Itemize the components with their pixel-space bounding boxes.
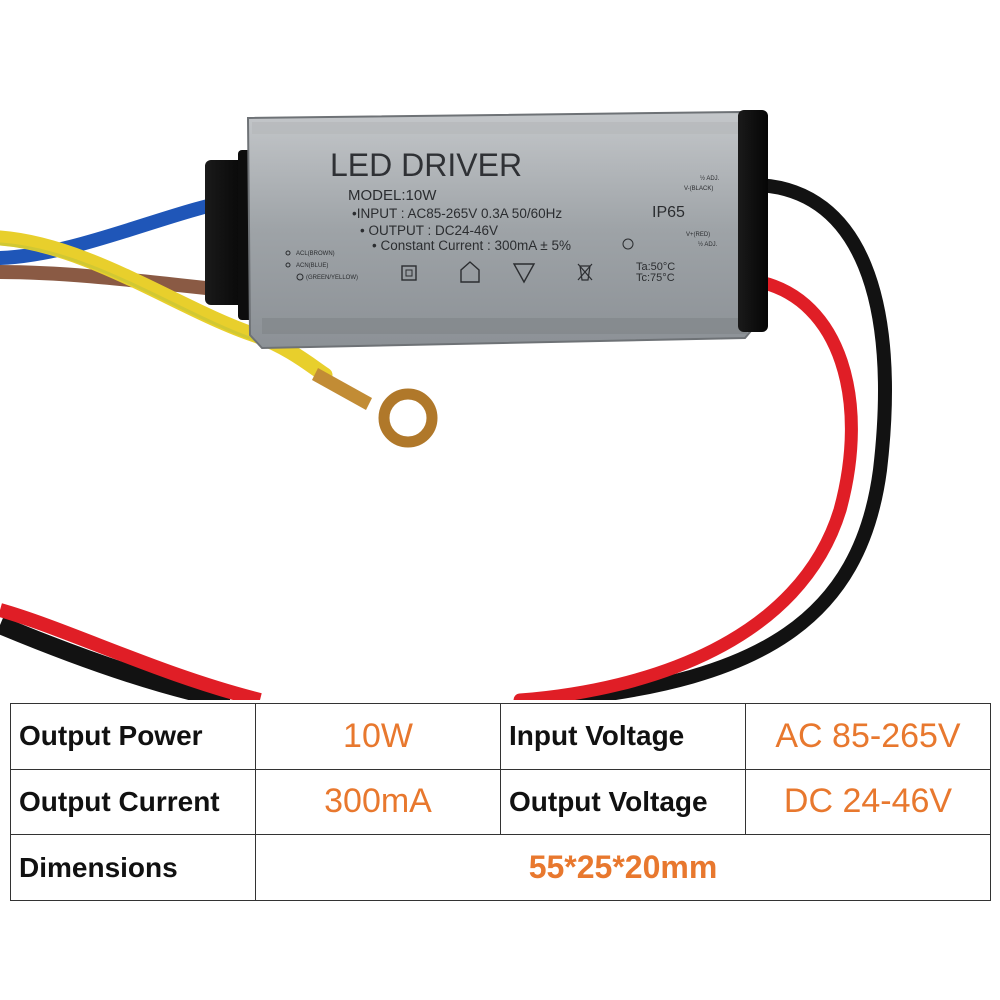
label-pos-wire: V+(RED) [686,232,710,238]
spec-table: Output Power 10W Input Voltage AC 85-265… [10,703,991,901]
label-current: • Constant Current : 300mA ± 5% [372,238,571,253]
ground-symbol-icon [296,273,304,281]
label-acl: ACL(BROWN) [296,251,335,257]
led-driver-illustration: LED DRIVER MODEL:10W •INPUT : AC85-265V … [0,110,892,700]
label-pos-adj: ½ ADJ. [698,241,718,248]
output-voltage-label: Output Voltage [500,768,746,836]
input-voltage-value: AC 85-265V [745,703,991,770]
double-insulation-inner-icon [405,269,413,277]
yellow-wire [0,230,333,383]
terminal-dot-icon [285,262,291,268]
label-neg-adj: ½ ADJ. [700,175,720,182]
label-output: • OUTPUT : DC24-46V [360,223,498,238]
label-tc: Tc:75°C [636,272,675,284]
label-title: LED DRIVER [330,147,522,183]
yellow-wire-stripe [0,242,256,342]
f-mark-icon [512,263,536,284]
label-ground: (GREEN/YELLOW) [306,275,358,281]
label-model: MODEL:10W [348,187,437,204]
tc-mark-icon [622,238,634,250]
dimensions-label: Dimensions [10,834,256,901]
label-ta: Ta:50°C [636,261,675,273]
product-photo: LED DRIVER MODEL:10W •INPUT : AC85-265V … [0,110,892,700]
label-input: •INPUT : AC85-265V 0.3A 50/60Hz [352,206,562,221]
red-wire [513,275,858,700]
output-power-value: 10W [255,703,501,770]
table-row: Output Current 300mA Output Voltage DC 2… [10,768,991,836]
housing-bottom-rail [262,318,747,334]
right-end-cap [738,110,768,332]
label-neg-wire: V-(BLACK) [684,186,713,192]
indoor-use-icon [460,261,480,283]
label-acn: ACN(BLUE) [296,263,328,269]
crimp-barrel [312,368,372,410]
output-voltage-value: DC 24-46V [745,768,991,836]
output-current-label: Output Current [10,768,256,836]
weee-bin-icon [577,263,593,281]
output-power-label: Output Power [10,703,256,770]
output-current-value: 300mA [255,768,501,836]
dimensions-value: 55*25*20mm [255,834,991,901]
black-wire [553,178,892,700]
red-wire-bottom [0,603,262,700]
ring-terminal [378,388,438,448]
black-wire-bottom [0,616,232,700]
table-row: Dimensions 55*25*20mm [10,834,991,901]
double-insulation-icon [401,265,417,281]
table-row: Output Power 10W Input Voltage AC 85-265… [10,703,991,770]
label-rating: IP65 [652,204,685,221]
housing-top-rail [252,122,747,134]
input-voltage-label: Input Voltage [500,703,746,770]
terminal-dot-icon [285,250,291,256]
